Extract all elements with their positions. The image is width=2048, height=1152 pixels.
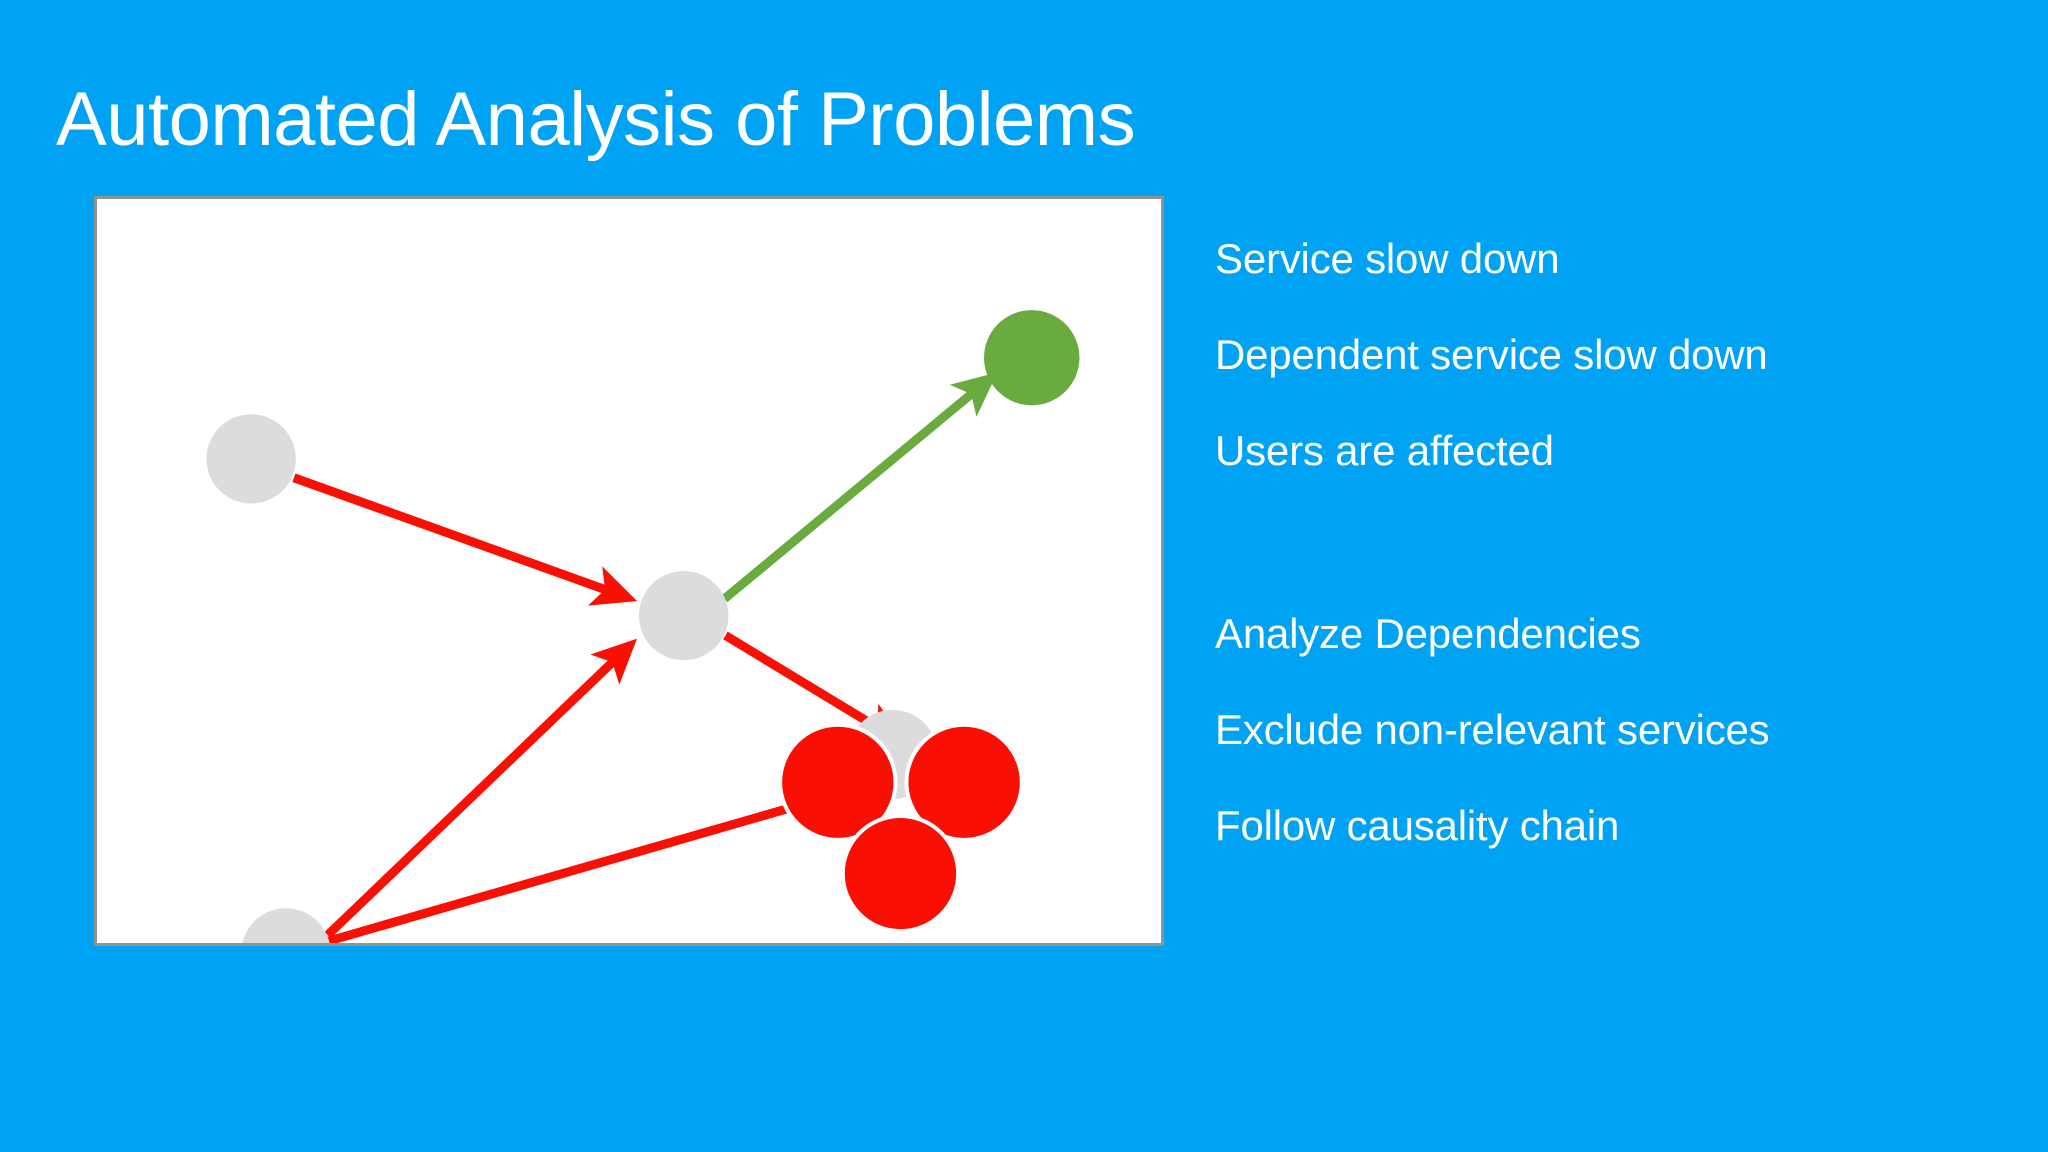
node-svc-upstream-b[interactable] [241,908,330,943]
symptom-item-3: Users are affected [1215,427,1554,475]
page-title: Automated Analysis of Problems [56,76,1136,162]
action-item-2: Exclude non-relevant services [1215,705,1770,753]
action-item-3: Follow causality chain [1215,801,1620,849]
edge-upstream-b-to-central[interactable] [324,638,637,939]
action-item-1: Analyze Dependencies [1215,609,1641,657]
annotation-list: Service slow down Dependent service slow… [1215,235,2005,849]
node-svc-problem-right[interactable] [904,722,1024,842]
dependency-graph-svg [206,310,1080,943]
graph-edges [292,372,998,943]
node-svc-problem-left[interactable] [778,722,898,842]
edge-upstream-a-to-central[interactable] [292,473,638,606]
node-svc-healthy[interactable] [983,310,1080,406]
graph-nodes [206,310,1080,943]
dependency-graph-panel[interactable] [94,196,1164,946]
node-svc-central[interactable] [638,571,729,661]
symptom-item-2: Dependent service slow down [1215,331,1768,379]
symptom-item-1: Service slow down [1215,235,1560,282]
edge-central-to-healthy[interactable] [721,372,998,603]
node-svc-problem-bottom[interactable] [840,814,961,934]
node-svc-upstream-a[interactable] [206,414,296,504]
edge-upstream-b-to-cluster[interactable] [327,789,840,943]
